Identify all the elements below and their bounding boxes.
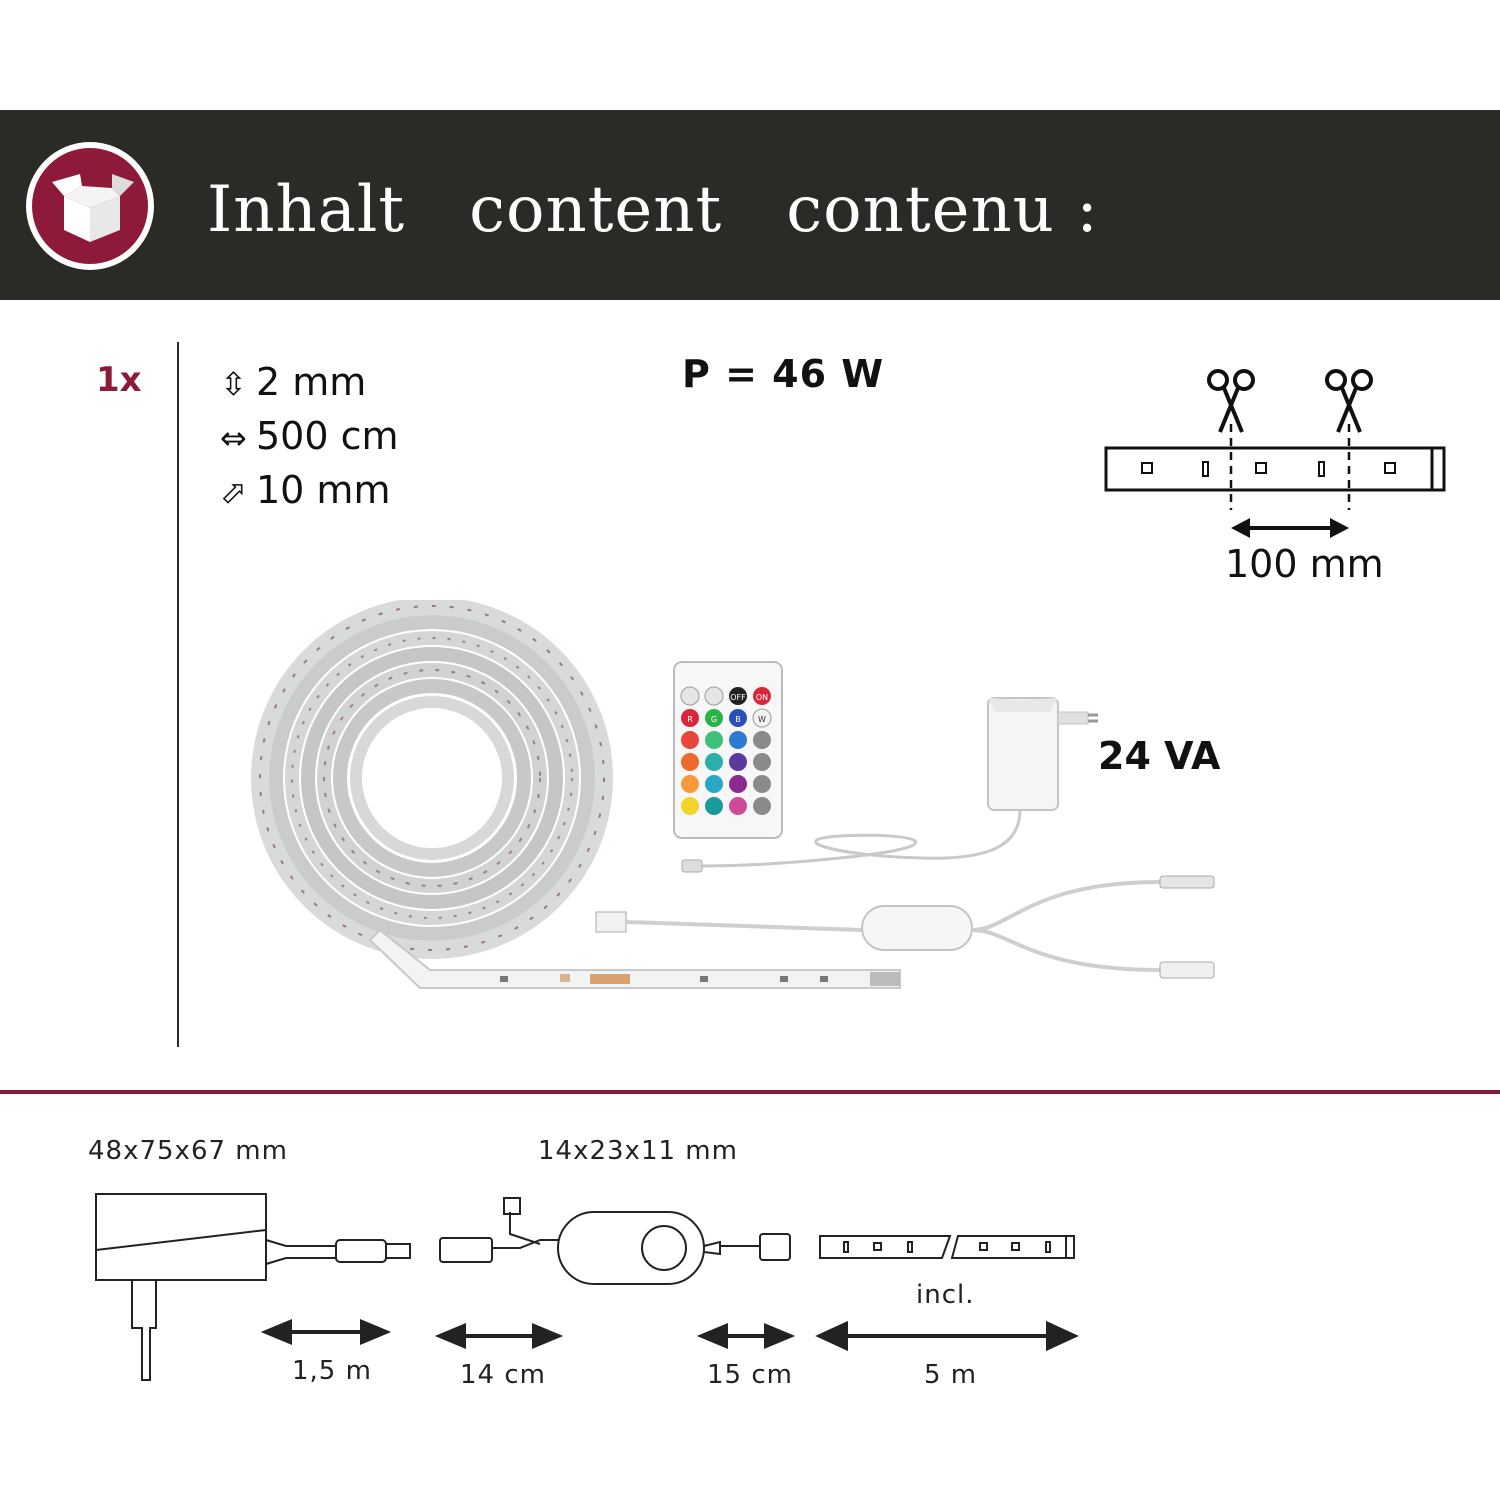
remote-off-label: OFF [730, 693, 746, 702]
page-title: Inhalt content contenu : [207, 173, 1099, 247]
cut-interval-label: 100 mm [1225, 542, 1384, 586]
spec-height-value: 2 mm [256, 360, 367, 404]
box-icon [22, 138, 158, 274]
spec-width: ⬀10 mm [220, 466, 390, 514]
spec-height: ⇳2 mm [220, 358, 366, 406]
spec-width-value: 10 mm [256, 468, 391, 512]
wifi-controller [595, 875, 1215, 979]
controller-dimensions: 14x23x11 mm [538, 1136, 738, 1166]
cut-diagram [1100, 360, 1460, 600]
led-strip-reel [251, 597, 613, 959]
remote-control: OFF ON R G B W [673, 661, 783, 839]
vertical-divider [177, 342, 179, 1047]
height-arrow-icon: ⇳ [220, 365, 247, 403]
remote-w-label: W [758, 715, 766, 724]
remote-on-label: ON [756, 693, 768, 702]
scissors-icon [1325, 369, 1373, 433]
adapter-dimensions: 48x75x67 mm [88, 1136, 288, 1166]
header-band [0, 110, 1500, 300]
remote-b-label: B [735, 715, 741, 724]
length-arrow-icon: ⇔ [220, 419, 247, 457]
quantity-label: 1x [96, 360, 142, 400]
horizontal-divider [0, 1090, 1500, 1094]
controller-in-length: 14 cm [460, 1360, 546, 1390]
product-illustration: OFF ON R G B W [220, 597, 1240, 1040]
led-strip-end [368, 928, 901, 989]
power-adapter [681, 697, 1098, 873]
remote-r-label: R [687, 715, 693, 724]
strip-length: 5 m [924, 1360, 978, 1390]
scissors-icon [1207, 369, 1255, 433]
adapter-rating: 24 VA [1098, 734, 1221, 778]
component-line-drawings [80, 1180, 1100, 1400]
spec-length: ⇔500 cm [220, 412, 399, 460]
adapter-cable-length: 1,5 m [292, 1356, 372, 1386]
diagonal-arrow-icon: ⬀ [220, 473, 247, 511]
strip-included-note: incl. [916, 1280, 975, 1310]
spec-length-value: 500 cm [256, 414, 399, 458]
power-rating: P = 46 W [682, 352, 885, 396]
remote-g-label: G [711, 715, 717, 724]
controller-out-length: 15 cm [707, 1360, 793, 1390]
